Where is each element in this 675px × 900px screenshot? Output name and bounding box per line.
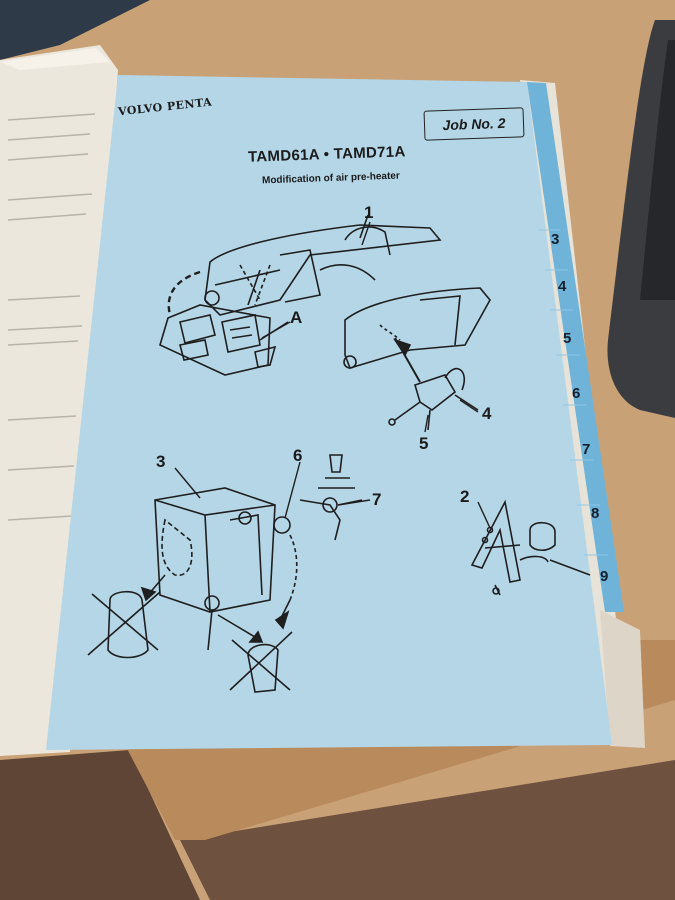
callout-2: 2 xyxy=(460,487,470,506)
lower-right-drawing xyxy=(470,499,591,596)
index-tab-5: 5 xyxy=(563,330,572,347)
upper-left-drawing xyxy=(159,214,442,376)
callout-a: A xyxy=(290,308,303,327)
callout-1: 1 xyxy=(364,203,374,222)
index-tab-6: 6 xyxy=(572,385,581,402)
callout-5: 5 xyxy=(419,434,429,453)
job-number-box: Job No. 2 xyxy=(423,107,525,141)
index-tab-8: 8 xyxy=(591,505,600,522)
index-tab-7: 7 xyxy=(582,441,591,458)
callout-3: 3 xyxy=(156,452,166,471)
laptop-corner xyxy=(0,0,150,60)
index-tab-9: 9 xyxy=(600,568,609,585)
index-strip xyxy=(527,82,624,612)
page-sheet xyxy=(46,75,612,750)
index-tab-4: 4 xyxy=(558,278,567,295)
callout-6: 6 xyxy=(293,446,303,465)
device-edge xyxy=(607,20,675,418)
callout-4: 4 xyxy=(482,404,492,423)
left-page xyxy=(0,45,118,756)
upper-right-drawing xyxy=(343,287,491,431)
callout-leaders xyxy=(174,221,491,529)
index-tab-3: 3 xyxy=(551,231,560,248)
callout-7: 7 xyxy=(372,490,382,509)
lower-left-drawing xyxy=(87,454,363,693)
